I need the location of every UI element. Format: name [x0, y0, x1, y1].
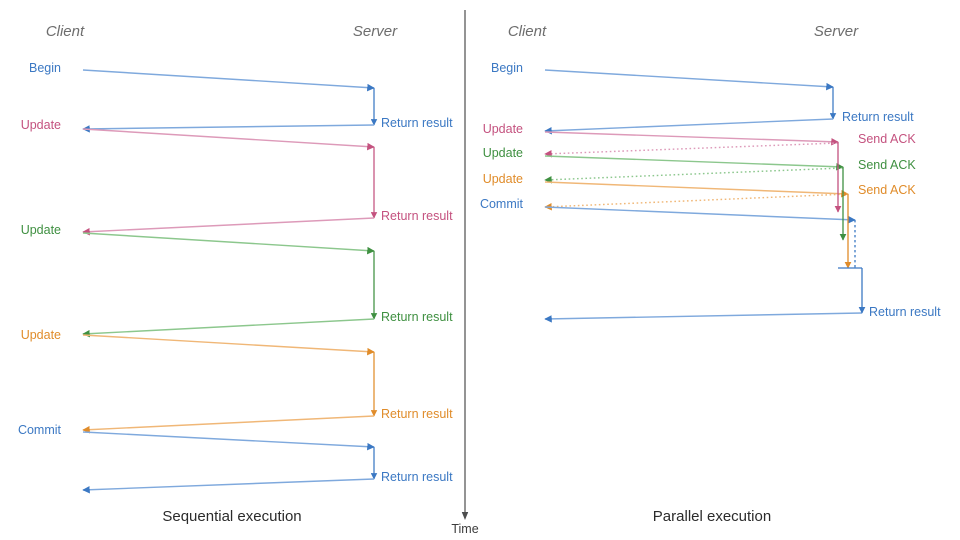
message-arrow-orange [82, 415, 375, 434]
message-label-send-ack: Send ACK [858, 158, 916, 172]
message-arrow-orange [544, 193, 849, 211]
lane-header-server: Server [814, 23, 859, 40]
time-axis-label: Time [451, 522, 478, 536]
message-arrow-green [544, 155, 844, 171]
message-arrow-blue [544, 69, 834, 91]
message-arrow-green [544, 167, 844, 184]
message-label-return-result: Return result [381, 116, 453, 130]
message-arrow-blue [82, 431, 375, 451]
message-arrow-blue [544, 312, 863, 323]
message-label-commit: Commit [18, 423, 62, 437]
message-label-update: Update [21, 223, 61, 237]
message-arrow-orange [82, 334, 375, 356]
message-label-commit: Commit [480, 197, 524, 211]
message-label-begin: Begin [491, 61, 523, 75]
message-label-return-result: Return result [842, 110, 914, 124]
message-label-return-result: Return result [381, 470, 453, 484]
message-label-send-ack: Send ACK [858, 183, 916, 197]
time-axis-group: Time [451, 10, 479, 536]
message-arrow-blue [82, 69, 375, 92]
message-label-return-result: Return result [381, 407, 453, 421]
message-label-update: Update [21, 328, 61, 342]
message-arrow-green [82, 232, 375, 255]
lane-header-server: Server [353, 23, 398, 40]
message-arrow-blue [82, 124, 375, 133]
message-arrow-blue [544, 206, 856, 224]
message-arrow-blue [544, 118, 834, 135]
message-label-return-result: Return result [381, 209, 453, 223]
panel-caption-parallel: Parallel execution [653, 508, 771, 525]
lane-header-client: Client [46, 23, 85, 40]
message-arrow-pink [544, 142, 839, 158]
message-arrow-blue [82, 478, 375, 494]
message-label-return-result: Return result [381, 310, 453, 324]
message-label-send-ack: Send ACK [858, 132, 916, 146]
message-label-return-result: Return result [869, 305, 941, 319]
panel-caption-sequential: Sequential execution [162, 508, 301, 525]
message-arrow-pink [82, 128, 375, 151]
time-axis-arrowhead [461, 512, 469, 520]
message-arrow-green [82, 318, 375, 338]
message-label-update: Update [483, 122, 523, 136]
message-label-update: Update [483, 172, 523, 186]
message-arrow-orange [544, 181, 849, 198]
message-label-update: Update [483, 146, 523, 160]
lane-header-client: Client [508, 23, 547, 40]
message-arrow-pink [82, 217, 375, 236]
message-label-update: Update [21, 118, 61, 132]
message-arrow-pink [544, 131, 839, 146]
message-label-begin: Begin [29, 61, 61, 75]
